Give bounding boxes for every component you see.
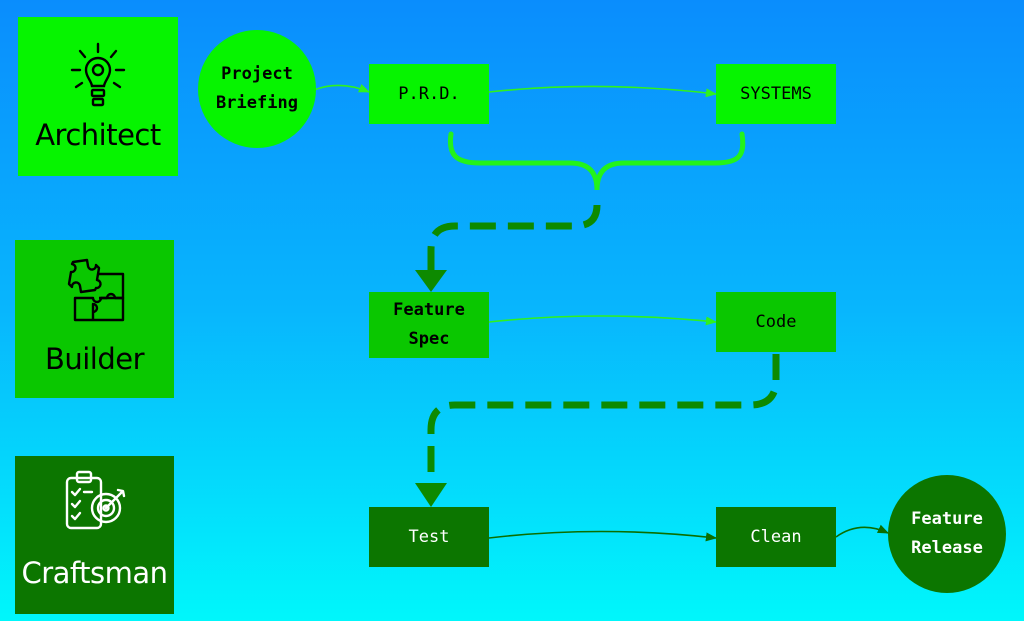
node-test: Test bbox=[369, 507, 489, 567]
node-code: Code bbox=[716, 292, 836, 352]
node-feature-spec: Feature Spec bbox=[369, 292, 489, 358]
role-label-craftsman: Craftsman bbox=[21, 556, 168, 590]
node-clean-label: Clean bbox=[750, 526, 802, 547]
dashed-connector-to-test bbox=[427, 354, 780, 483]
node-systems-label: SYSTEMS bbox=[740, 83, 812, 104]
node-code-label: Code bbox=[755, 311, 797, 332]
role-label-builder: Builder bbox=[44, 342, 145, 376]
clipboard-target-icon bbox=[62, 468, 128, 538]
node-project-briefing: Project Briefing bbox=[198, 30, 316, 148]
dashed-connector-to-feature-spec bbox=[427, 204, 601, 270]
arrow-clean-to-release bbox=[835, 524, 890, 538]
node-feature-release: Feature Release bbox=[888, 475, 1006, 593]
role-label-architect: Architect bbox=[35, 118, 161, 152]
role-architect: Architect bbox=[18, 17, 178, 176]
node-prd-label: P.R.D. bbox=[398, 83, 460, 104]
node-test-label: Test bbox=[408, 526, 450, 547]
arrow-prd-to-systems bbox=[488, 85, 718, 98]
node-feature-release-line1: Feature bbox=[911, 509, 983, 529]
node-feature-spec-line2: Spec bbox=[408, 329, 450, 349]
node-clean: Clean bbox=[716, 507, 836, 567]
node-project-briefing-line2: Briefing bbox=[216, 93, 298, 113]
node-systems: SYSTEMS bbox=[716, 64, 836, 124]
arrow-briefing-to-prd bbox=[313, 84, 371, 93]
role-builder: Builder bbox=[15, 240, 174, 398]
puzzle-icon bbox=[63, 258, 127, 326]
arrow-test-to-clean bbox=[488, 530, 718, 542]
arrowhead-feature-spec bbox=[415, 270, 447, 292]
node-feature-release-line2: Release bbox=[911, 538, 983, 558]
lightbulb-gear-icon bbox=[68, 42, 128, 120]
arrow-feature-spec-to-code bbox=[488, 315, 718, 326]
curly-brace bbox=[447, 131, 746, 191]
arrowhead-test bbox=[415, 483, 447, 507]
role-craftsman: Craftsman bbox=[15, 456, 174, 614]
node-prd: P.R.D. bbox=[369, 64, 489, 124]
node-feature-spec-line1: Feature bbox=[393, 300, 465, 320]
node-project-briefing-line1: Project bbox=[221, 64, 293, 84]
